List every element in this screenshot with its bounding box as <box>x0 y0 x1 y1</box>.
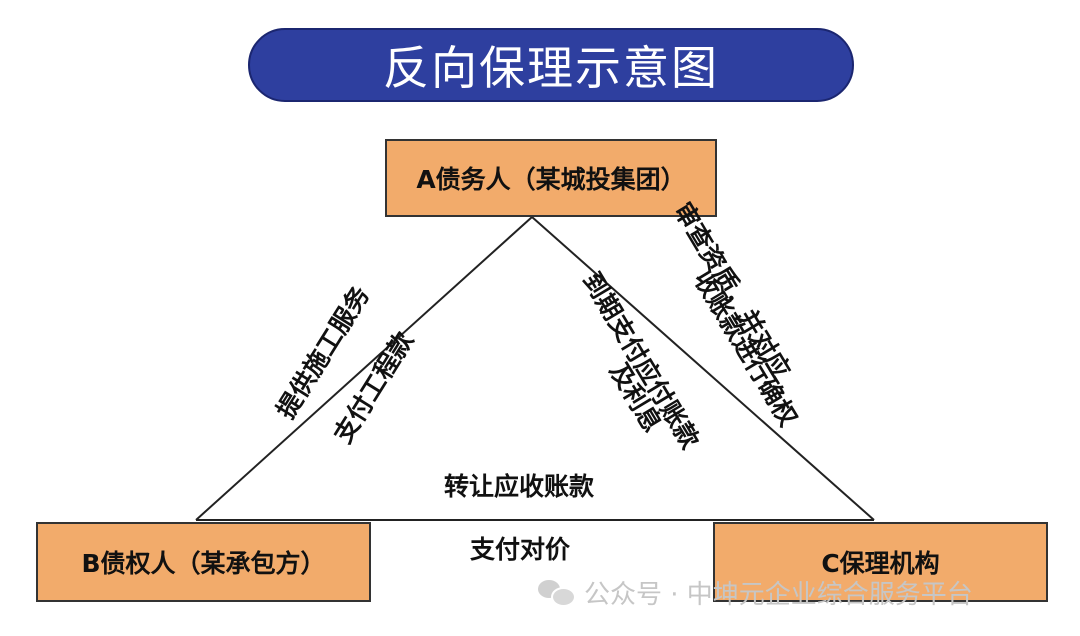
node-factor-c-label: C保理机构 <box>821 549 940 578</box>
node-debtor-a-label: A债务人（某城投集团） <box>416 165 686 194</box>
node-creditor-b: B债权人（某承包方） <box>36 522 371 602</box>
diagram-title-banner: 反向保理示意图 <box>248 28 854 102</box>
diagram-title: 反向保理示意图 <box>383 41 719 95</box>
node-creditor-b-label: B债权人（某承包方） <box>81 549 326 578</box>
wechat-icon <box>538 578 576 607</box>
label-pay-consideration: 支付对价 <box>470 535 571 564</box>
watermark-text: 公众号 · 中坤元企业综合服务平台 <box>584 579 973 610</box>
node-factor-c: C保理机构 <box>713 522 1048 602</box>
edge-a-c <box>531 216 875 521</box>
label-transfer-receivable: 转让应收账款 <box>444 472 595 501</box>
watermark: 公众号 · 中坤元企业综合服务平台 <box>538 574 973 610</box>
node-debtor-a: A债务人（某城投集团） <box>385 139 717 217</box>
edge-a-b <box>195 216 533 521</box>
